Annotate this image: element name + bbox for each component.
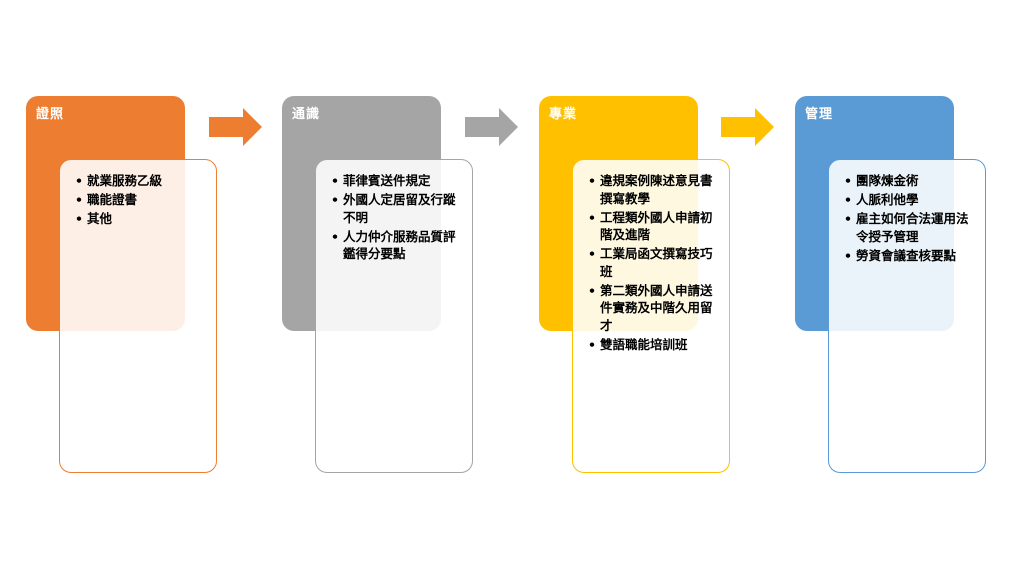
stage-detail-box: •菲律賓送件規定 •外國人定居留及行蹤不明 •人力仲介服務品質評鑑得分要點 [315,159,473,473]
bullet-icon: • [75,173,83,188]
list-item: • 其他 [75,210,203,228]
bullet-icon: • [588,209,596,225]
list-item-text: 第二類外國人申請送件實務及中階久用留才 [600,282,713,333]
stage-detail-box: • 就業服務乙級 • 職能證書 • 其他 [59,159,217,473]
list-item-text: 菲律賓送件規定 [343,173,431,188]
bullet-icon: • [844,247,852,263]
bullet-icon: • [588,282,596,298]
bullet-icon: • [331,228,339,244]
stage-title: 管理 [805,107,834,122]
list-item: •雙語職能培訓班 [588,336,716,354]
bullet-icon: • [588,173,596,188]
bullet-icon: • [844,211,852,226]
list-item-text: 雙語職能培訓班 [600,336,688,352]
list-item-text: 工業局函文撰寫技巧班 [600,246,713,279]
bullet-icon: • [75,211,83,226]
bullet-icon: • [331,173,339,188]
bullet-icon: • [588,246,596,261]
list-item-text: 違規案例陳述意見書撰寫教學 [600,173,713,206]
stage-item-list: •菲律賓送件規定 •外國人定居留及行蹤不明 •人力仲介服務品質評鑑得分要點 [331,172,459,264]
stage-title: 通識 [292,107,321,122]
bullet-icon: • [844,192,852,207]
list-item-text: 其他 [87,211,113,226]
right-arrow-icon [209,108,262,146]
list-item: • 人脈利他學 [844,191,972,209]
list-item-text: 就業服務乙級 [87,173,163,188]
list-item: •勞資會議查核要點 [844,247,972,265]
stage-title: 證照 [36,107,65,122]
stage-column-general: 通識 •菲律賓送件規定 •外國人定居留及行蹤不明 •人力仲介服務品質評鑑得分要點 [282,0,482,576]
list-item-text: 工程類外國人申請初階及進階 [600,209,713,243]
list-item-text: 團隊煉金術 [856,173,919,188]
list-item-text: 人力仲介服務品質評鑑得分要點 [343,228,456,262]
bullet-icon: • [75,192,83,207]
list-item: • 違規案例陳述意見書撰寫教學 [588,172,716,207]
stage-title: 專業 [549,107,578,122]
stage-detail-box: •違規案例陳述意見書撰寫教學 •工程類外國人申請初階及進階 •工業局函文撰寫技巧… [572,159,730,473]
right-arrow-icon [721,108,774,146]
stage-item-list: • 就業服務乙級 • 職能證書 • 其他 [75,172,203,229]
list-item: • 工業局函文撰寫技巧班 [588,245,716,280]
list-item-text: 雇主如何合法運用法令授予管理 [856,211,969,244]
list-item: • 外國人定居留及行蹤不明 [331,191,459,226]
bullet-icon: • [588,336,596,352]
stage-column-certification: 證照 • 就業服務乙級 • 職能證書 • 其他 [26,0,226,576]
stage-detail-box: •團隊煉金術 •人脈利他學 •雇主如何合法運用法令授予管理 •勞資會議查核要點 [828,159,986,473]
bullet-icon: • [331,192,339,207]
stage-column-management: 管理 •團隊煉金術 •人脈利他學 •雇主如何合法運用法令授予管理 •勞資會議查核… [795,0,995,576]
list-item: •人力仲介服務品質評鑑得分要點 [331,228,459,263]
list-item: • 就業服務乙級 [75,172,203,190]
bullet-icon: • [844,173,852,188]
list-item: • 職能證書 [75,191,203,209]
right-arrow-icon [465,108,518,146]
list-item: •第二類外國人申請送件實務及中階久用留才 [588,282,716,335]
list-item-text: 勞資會議查核要點 [856,247,957,263]
stage-item-list: •團隊煉金術 •人脈利他學 •雇主如何合法運用法令授予管理 •勞資會議查核要點 [844,172,972,266]
list-item-text: 外國人定居留及行蹤不明 [343,192,456,225]
list-item: • 團隊煉金術 [844,172,972,190]
list-item: • 雇主如何合法運用法令授予管理 [844,210,972,245]
stage-column-professional: 專業 •違規案例陳述意見書撰寫教學 •工程類外國人申請初階及進階 •工業局函文撰… [539,0,739,576]
list-item: • 菲律賓送件規定 [331,172,459,190]
list-item-text: 職能證書 [87,192,138,207]
list-item-text: 人脈利他學 [856,192,919,207]
stage-item-list: •違規案例陳述意見書撰寫教學 •工程類外國人申請初階及進階 •工業局函文撰寫技巧… [588,172,716,355]
list-item: •工程類外國人申請初階及進階 [588,209,716,244]
